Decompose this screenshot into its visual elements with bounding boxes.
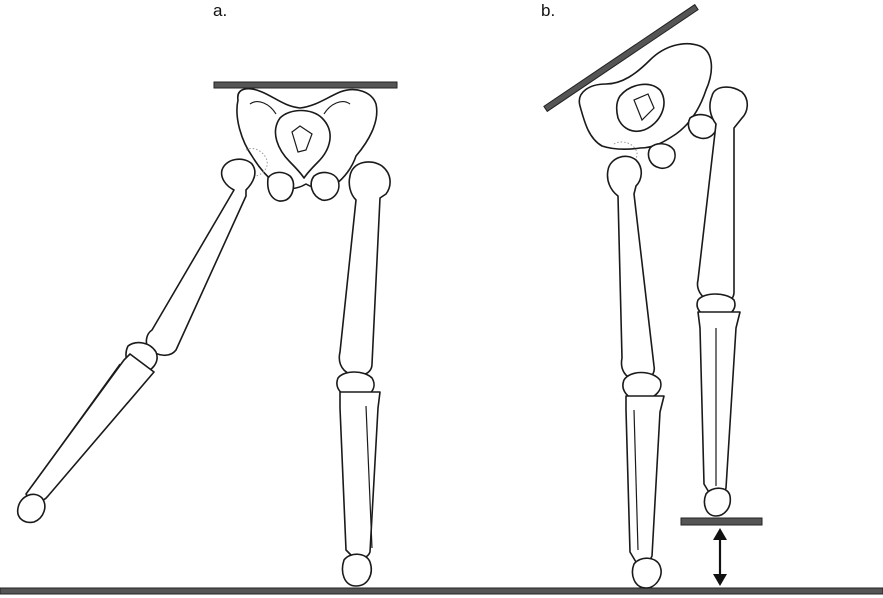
panel-a-label: a. (213, 1, 228, 20)
panel-a (16, 81, 398, 587)
ground-bar (0, 587, 883, 595)
pelvis-reference-bar-a (213, 81, 398, 89)
pelvis-b (578, 42, 718, 170)
right-leg-b (696, 86, 749, 517)
right-leg-a (336, 161, 391, 587)
pelvis-reference-bar-b (543, 3, 699, 113)
double-headed-vertical-arrow-icon (713, 528, 727, 586)
panel-b-label: b. (541, 1, 556, 20)
raised-foot-bar (680, 517, 763, 526)
pelvis-a (236, 87, 378, 202)
panel-b (543, 3, 763, 589)
left-leg-b (606, 155, 665, 589)
left-leg-a (16, 158, 256, 524)
